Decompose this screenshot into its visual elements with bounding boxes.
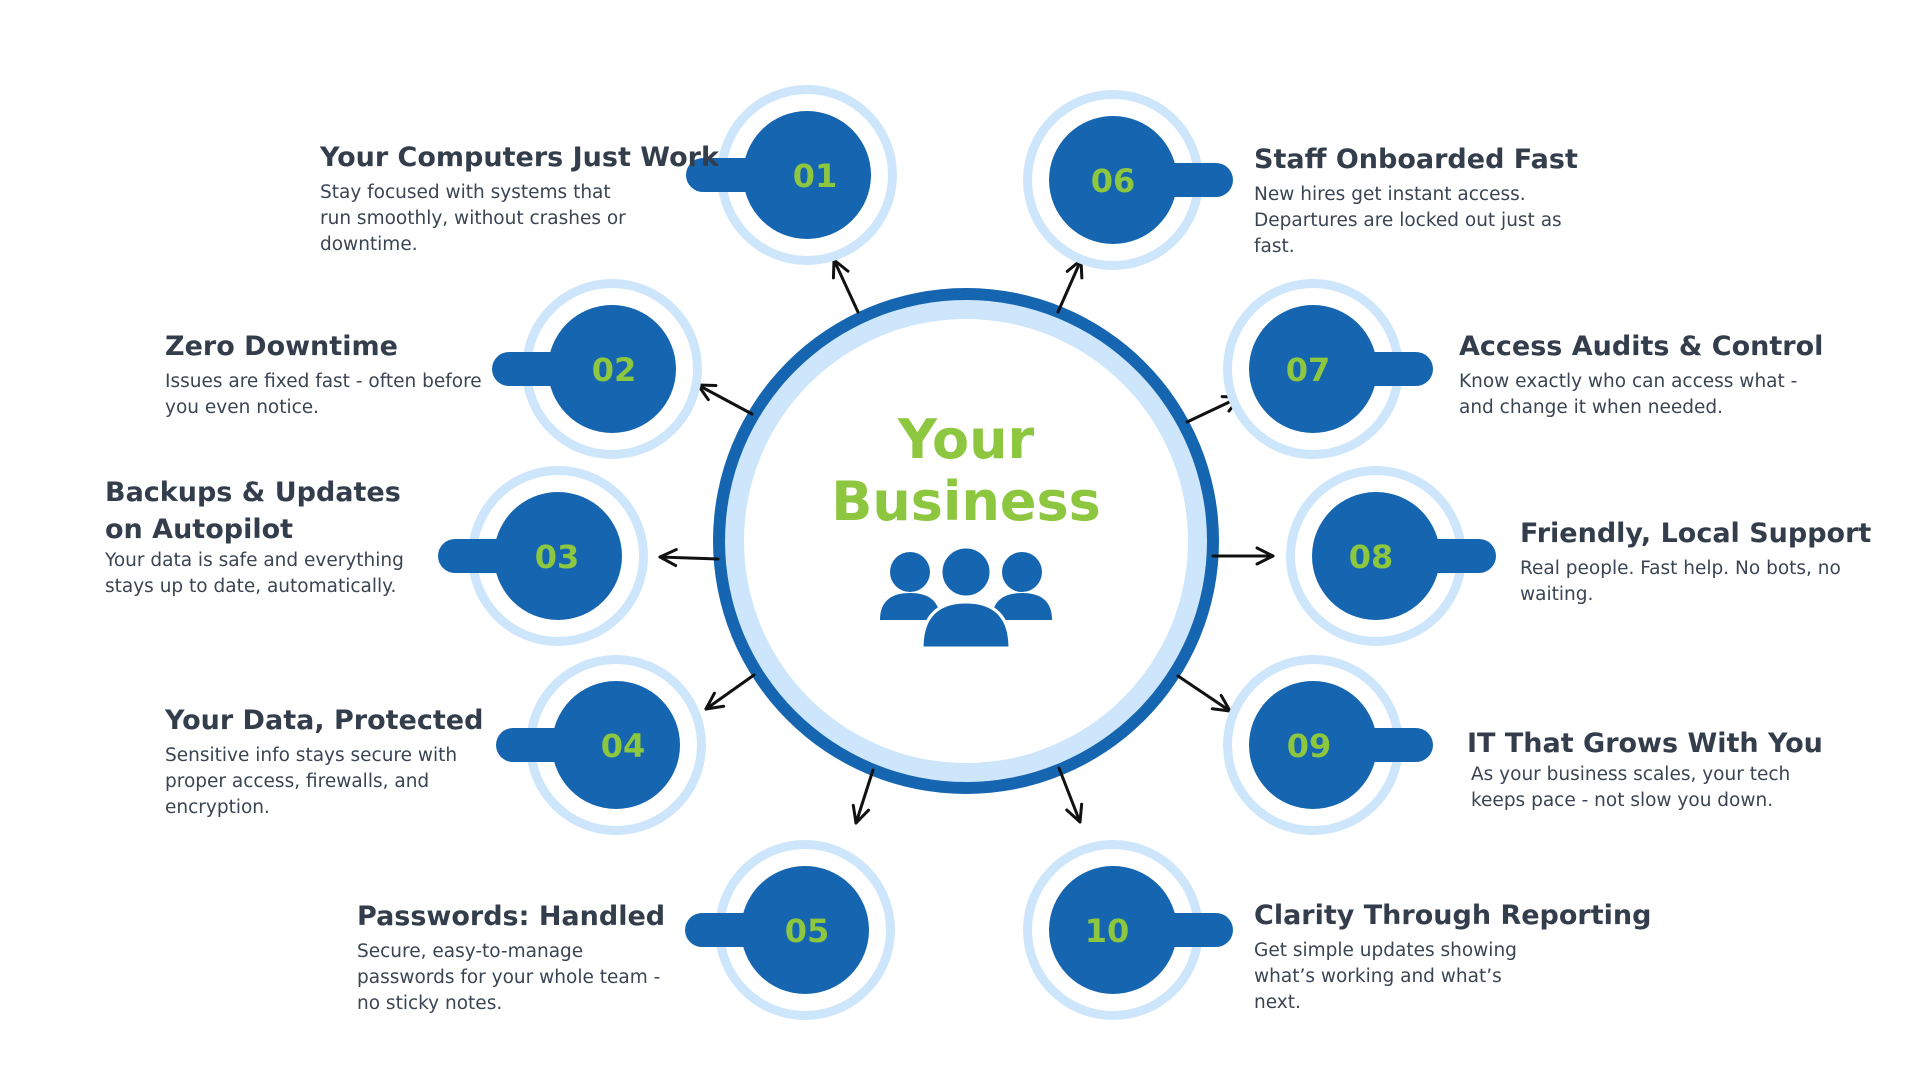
badge-07-number: 07 bbox=[1286, 351, 1331, 389]
item-02-description: Issues are fixed fast - often before you… bbox=[165, 371, 482, 418]
item-01-title: Your Computers Just Work bbox=[320, 142, 719, 173]
badge-02-number: 02 bbox=[592, 351, 637, 389]
center-title-line1: Your bbox=[897, 408, 1035, 471]
arrow-01 bbox=[831, 258, 860, 314]
item-08: Friendly, Local Support Real people. Fas… bbox=[1520, 515, 1872, 608]
badge-06: 06 bbox=[1023, 90, 1233, 270]
badge-01: 01 bbox=[686, 85, 897, 265]
badge-05: 05 bbox=[685, 840, 895, 1020]
badge-07: 07 bbox=[1223, 279, 1433, 459]
item-09-title: IT That Grows With You bbox=[1467, 728, 1823, 759]
arrow-03 bbox=[658, 548, 720, 568]
item-02-title: Zero Downtime bbox=[165, 331, 398, 362]
arrow-10 bbox=[1057, 766, 1084, 824]
item-05: Passwords: Handled Secure, easy-to-manag… bbox=[357, 898, 687, 1017]
item-05-title: Passwords: Handled bbox=[357, 901, 666, 932]
item-06-title: Staff Onboarded Fast bbox=[1254, 144, 1578, 175]
item-08-title: Friendly, Local Support bbox=[1520, 518, 1872, 549]
arrow-09 bbox=[1176, 674, 1232, 713]
badge-05-number: 05 bbox=[785, 912, 830, 950]
arrow-05 bbox=[851, 768, 875, 825]
item-09-description: As your business scales, your tech keeps… bbox=[1471, 764, 1791, 811]
item-07: Access Audits & Control Know exactly who… bbox=[1459, 328, 1824, 421]
item-10-description: Get simple updates showing what’s workin… bbox=[1254, 940, 1517, 1013]
badge-06-number: 06 bbox=[1091, 162, 1136, 200]
badge-09: 09 bbox=[1223, 655, 1433, 835]
center-title-line2: Business bbox=[831, 470, 1101, 533]
badge-10: 10 bbox=[1023, 840, 1233, 1020]
badge-09-number: 09 bbox=[1287, 727, 1332, 765]
item-10-title: Clarity Through Reporting bbox=[1254, 900, 1652, 931]
item-06: Staff Onboarded Fast New hires get insta… bbox=[1254, 141, 1594, 260]
badge-03: 03 bbox=[438, 466, 648, 646]
item-05-description: Secure, easy-to-manage passwords for you… bbox=[357, 941, 661, 1014]
badge-08-number: 08 bbox=[1349, 538, 1394, 576]
item-02: Zero Downtime Issues are fixed fast - of… bbox=[165, 328, 485, 421]
item-07-title: Access Audits & Control bbox=[1459, 331, 1824, 362]
item-01-description: Stay focused with systems that run smoot… bbox=[320, 182, 626, 255]
item-04-title: Your Data, Protected bbox=[165, 705, 484, 736]
arrow-04 bbox=[704, 673, 756, 711]
hub-inner-disc bbox=[744, 319, 1188, 763]
item-10: Clarity Through Reporting Get simple upd… bbox=[1254, 897, 1652, 1016]
badge-10-number: 10 bbox=[1085, 912, 1130, 950]
team-icon bbox=[880, 545, 1052, 650]
item-04-description: Sensitive info stays secure with proper … bbox=[165, 745, 458, 818]
badge-08: 08 bbox=[1286, 466, 1496, 646]
badge-04-number: 04 bbox=[601, 727, 646, 765]
item-06-description: New hires get instant access. Departures… bbox=[1254, 184, 1562, 257]
arrow-02 bbox=[696, 383, 754, 416]
item-01: Your Computers Just Work Stay focused wi… bbox=[320, 139, 719, 258]
badge-02: 02 bbox=[492, 279, 702, 459]
item-09: IT That Grows With You As your business … bbox=[1467, 725, 1823, 814]
badge-01-number: 01 bbox=[793, 157, 838, 195]
item-04: Your Data, Protected Sensitive info stay… bbox=[165, 702, 484, 821]
badge-03-number: 03 bbox=[535, 538, 580, 576]
badge-04: 04 bbox=[496, 655, 706, 835]
item-08-description: Real people. Fast help. No bots, no wait… bbox=[1520, 558, 1841, 605]
item-03: Backups & Updates on Autopilot Your data… bbox=[105, 474, 425, 600]
central-hub: Your Business bbox=[713, 288, 1219, 794]
item-03-title: Backups & Updates on Autopilot bbox=[105, 477, 401, 545]
arrow-06 bbox=[1056, 258, 1084, 314]
item-03-description: Your data is safe and everything stays u… bbox=[105, 550, 404, 597]
item-07-description: Know exactly who can access what - and c… bbox=[1459, 371, 1798, 418]
